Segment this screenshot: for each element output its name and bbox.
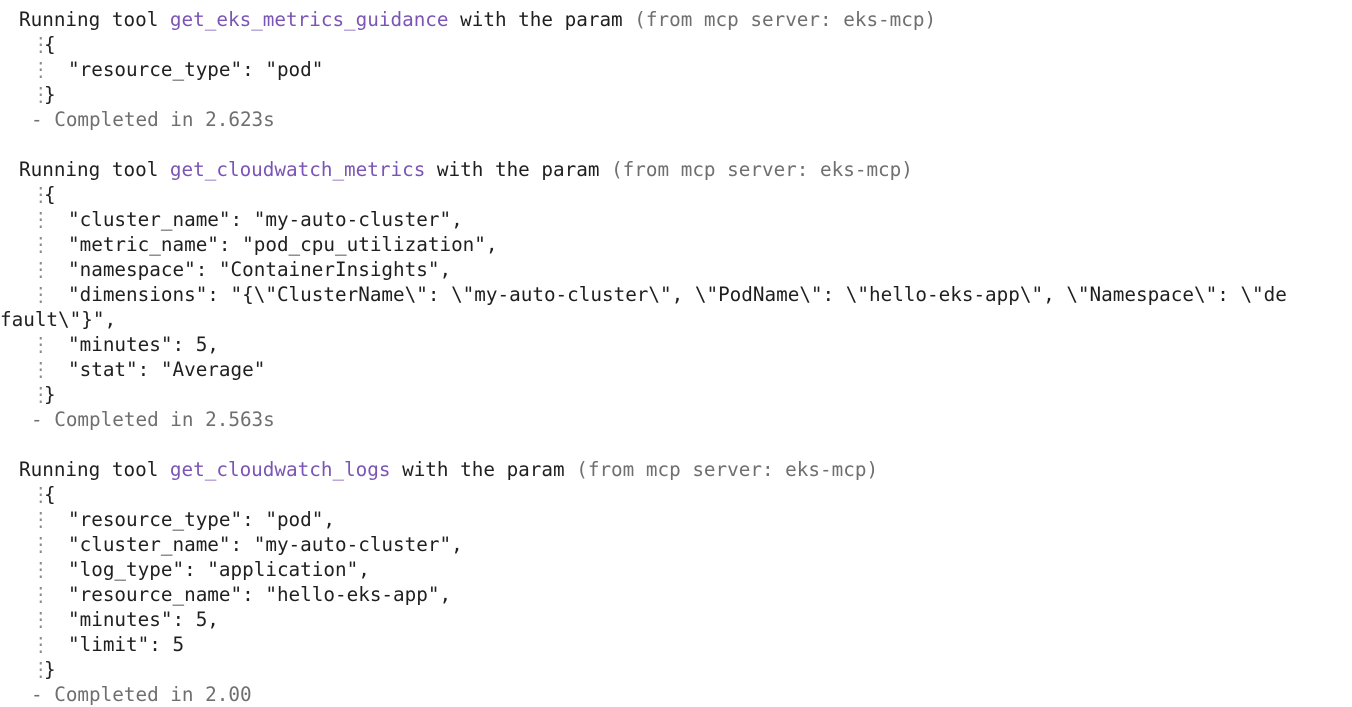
param-line: ⋮{ xyxy=(0,182,1352,207)
param-line: ⋮{ xyxy=(0,482,1352,507)
close-brace: } xyxy=(44,383,56,406)
completed-status: - Completed in 2.623s xyxy=(31,108,275,131)
param-entry: "namespace": "ContainerInsights", xyxy=(68,258,452,281)
gutter-dots-icon: ⋮ xyxy=(31,233,51,256)
param-entry: "limit": 5 xyxy=(68,633,185,656)
completed-status: - Completed in 2.00 xyxy=(31,683,252,706)
param-entry: "resource_name": "hello-eks-app", xyxy=(68,583,452,606)
param-line: ⋮ "metric_name": "pod_cpu_utilization", xyxy=(0,232,1352,257)
gutter-dots-icon: ⋮ xyxy=(31,583,51,606)
running-label: Running tool xyxy=(19,8,159,31)
spacer xyxy=(0,132,1352,157)
close-brace: } xyxy=(44,658,56,681)
tool-name: get_cloudwatch_metrics xyxy=(169,158,426,181)
param-entry: "stat": "Average" xyxy=(68,358,266,381)
tool-run-header: Running tool get_cloudwatch_logs with th… xyxy=(0,457,1352,482)
gutter-dots-icon: ⋮ xyxy=(31,58,51,81)
open-brace: { xyxy=(44,33,56,56)
gutter-dots-icon: ⋮ xyxy=(31,633,51,656)
param-line: ⋮ "minutes": 5, xyxy=(0,332,1352,357)
gutter-dots-icon: ⋮ xyxy=(31,183,51,206)
gutter-dots-icon: ⋮ xyxy=(31,208,51,231)
gutter-dots-icon: ⋮ xyxy=(31,258,51,281)
with-param-label: with the param xyxy=(402,458,565,481)
param-entry: "resource_type": "pod", xyxy=(68,508,335,531)
with-param-label: with the param xyxy=(460,8,623,31)
running-label: Running tool xyxy=(19,158,159,181)
param-line: ⋮ "resource_type": "pod", xyxy=(0,507,1352,532)
spacer xyxy=(0,432,1352,457)
param-line: ⋮ "minutes": 5, xyxy=(0,607,1352,632)
tool-source: (from mcp server: eks-mcp) xyxy=(611,158,913,181)
gutter-dots-icon: ⋮ xyxy=(31,83,51,106)
with-param-label: with the param xyxy=(436,158,600,181)
param-line: ⋮ "namespace": "ContainerInsights", xyxy=(0,257,1352,282)
tool-name: get_eks_metrics_guidance xyxy=(169,8,449,31)
param-entry-continuation: fault\"}", xyxy=(0,308,117,331)
tool-source: (from mcp server: eks-mcp) xyxy=(634,8,937,31)
gutter-dots-icon: ⋮ xyxy=(31,383,51,406)
param-line: ⋮} xyxy=(0,82,1352,107)
gutter-dots-icon: ⋮ xyxy=(31,358,51,381)
param-line: ⋮ "dimensions": "{\"ClusterName\": \"my-a… xyxy=(0,282,1352,307)
close-brace: } xyxy=(44,83,56,106)
param-line: ⋮} xyxy=(0,382,1352,407)
param-entry: "cluster_name": "my-auto-cluster", xyxy=(68,533,463,556)
gutter-dots-icon: ⋮ xyxy=(31,333,51,356)
open-brace: { xyxy=(44,183,56,206)
gutter-dots-icon: ⋮ xyxy=(31,533,51,556)
completed-status: - Completed in 2.563s xyxy=(31,408,275,431)
param-line: ⋮ "resource_type": "pod" xyxy=(0,57,1352,82)
terminal-output: Running tool get_eks_metrics_guidance wi… xyxy=(0,7,1352,707)
param-entry: "metric_name": "pod_cpu_utilization", xyxy=(68,233,498,256)
gutter-dots-icon: ⋮ xyxy=(31,608,51,631)
param-line: ⋮ "stat": "Average" xyxy=(0,357,1352,382)
param-line: ⋮ "limit": 5 xyxy=(0,632,1352,657)
param-line: ⋮ "cluster_name": "my-auto-cluster", xyxy=(0,207,1352,232)
param-line: ⋮ "resource_name": "hello-eks-app", xyxy=(0,582,1352,607)
gutter-dots-icon: ⋮ xyxy=(31,33,51,56)
param-line: ⋮} xyxy=(0,657,1352,682)
param-line: ⋮{ xyxy=(0,32,1352,57)
gutter-dots-icon: ⋮ xyxy=(31,483,51,506)
param-entry: "log_type": "application", xyxy=(68,558,370,581)
param-entry: "minutes": 5, xyxy=(68,333,219,356)
param-line: ⋮ "cluster_name": "my-auto-cluster", xyxy=(0,532,1352,557)
tool-source: (from mcp server: eks-mcp) xyxy=(576,458,879,481)
param-entry: "cluster_name": "my-auto-cluster", xyxy=(68,208,463,231)
open-brace: { xyxy=(44,483,56,506)
param-entry: "resource_type": "pod" xyxy=(68,58,324,81)
gutter-dots-icon: ⋮ xyxy=(31,658,51,681)
tool-run-header: Running tool get_eks_metrics_guidance wi… xyxy=(0,7,1352,32)
param-line-wrapped: fault\"}", xyxy=(0,307,1352,332)
gutter-dots-icon: ⋮ xyxy=(31,558,51,581)
tool-run-header: Running tool get_cloudwatch_metrics with… xyxy=(0,157,1352,182)
param-line: ⋮ "log_type": "application", xyxy=(0,557,1352,582)
tool-name: get_cloudwatch_logs xyxy=(169,458,391,481)
gutter-dots-icon: ⋮ xyxy=(31,283,51,306)
param-entry: "minutes": 5, xyxy=(68,608,219,631)
param-entry: "dimensions": "{\"ClusterName\": \"my-au… xyxy=(68,283,1287,306)
gutter-dots-icon: ⋮ xyxy=(31,508,51,531)
running-label: Running tool xyxy=(19,458,159,481)
